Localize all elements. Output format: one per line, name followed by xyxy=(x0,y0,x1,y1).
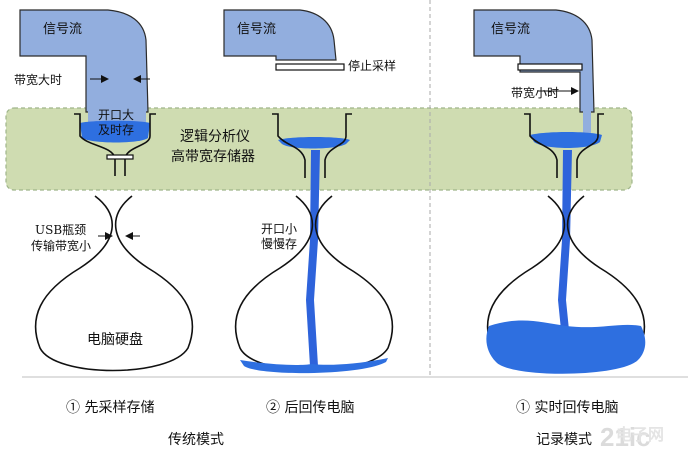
buffer-funnel xyxy=(272,113,352,178)
panel-realtime xyxy=(473,9,646,374)
usb-bottleneck-label: USB瓶颈 xyxy=(35,223,86,237)
throttle-plate xyxy=(517,63,583,71)
panel-sample-first xyxy=(19,9,194,372)
analyzer-title: 逻辑分析仪 xyxy=(180,129,250,145)
caption-step2: ② 后回传电脑 xyxy=(266,400,354,416)
svg-text:电子网: 电子网 xyxy=(616,425,664,444)
bandwidth-small-label: 带宽小时 xyxy=(511,85,559,100)
pc-disk-label: 电脑硬盘 xyxy=(87,331,143,348)
analyzer-subtitle: 高带宽存储器 xyxy=(171,148,255,165)
slow-store-label: 慢慢存 xyxy=(261,237,297,251)
record-mode-label: 记录模式 xyxy=(536,432,592,448)
signal-flow-label-1: 信号流 xyxy=(43,22,82,37)
signal-flow-label-3: 信号流 xyxy=(491,22,530,37)
stop-sampling-label: 停止采样 xyxy=(348,58,396,73)
signal-pipe-stopped xyxy=(223,9,337,61)
signal-pipe xyxy=(19,9,149,113)
watermark-logo: 21ic 电子网 xyxy=(600,422,664,451)
timely-store-label: 及时存 xyxy=(98,123,134,137)
opening-large-label: 开口大 xyxy=(98,108,134,122)
caption-step1: ① 先采样存储 xyxy=(66,400,154,416)
opening-small-label: 开口小 xyxy=(261,222,297,236)
pc-disk-bottle xyxy=(34,195,194,372)
panel-transfer-after xyxy=(223,9,394,374)
bandwidth-large-label: 带宽大时 xyxy=(14,72,62,87)
signal-flow-label-2: 信号流 xyxy=(237,22,276,37)
buffer-funnel xyxy=(524,113,604,178)
stop-plate xyxy=(275,63,345,71)
traditional-mode-label: 传统模式 xyxy=(168,432,224,448)
signal-pipe-realtime xyxy=(473,9,595,113)
caption-step3: ① 实时回传电脑 xyxy=(516,400,618,416)
analyzer-band xyxy=(5,107,633,191)
usb-bandwidth-label: 传输带宽小 xyxy=(31,238,91,253)
svg-text:21ic: 21ic xyxy=(600,422,651,451)
